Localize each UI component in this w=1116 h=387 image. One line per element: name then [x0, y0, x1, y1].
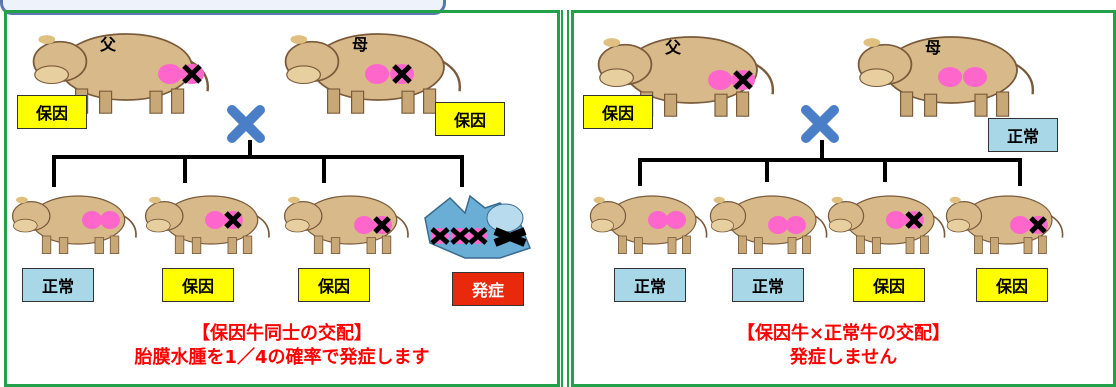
- cow-icon: [945, 195, 1064, 255]
- mother-label: 正常: [988, 118, 1058, 152]
- affected-cow-icon: [424, 194, 531, 259]
- tree-bar: [638, 158, 1022, 162]
- offspring-label: 保因: [853, 268, 925, 302]
- panel-carrier-x-carrier: [4, 10, 560, 387]
- father-symbol: 父: [99, 35, 117, 54]
- tree-branch: [638, 158, 642, 186]
- cross-icon: [227, 105, 265, 143]
- cow-icon: [589, 195, 708, 255]
- father-label: 保因: [17, 95, 87, 129]
- offspring-label: 保因: [298, 268, 370, 302]
- father-label: 保因: [583, 95, 653, 129]
- cow-icon: [11, 195, 137, 255]
- offspring-label: 正常: [732, 268, 804, 302]
- tree-branch: [765, 158, 769, 182]
- mother-symbol: 母: [925, 38, 941, 57]
- offspring-label: 保因: [976, 268, 1048, 302]
- tree-branch: [883, 158, 887, 182]
- cow-icon: 父: [597, 35, 775, 118]
- tree-bar: [52, 155, 464, 159]
- caption-title: 【保因牛×正常牛の交配】: [736, 323, 951, 344]
- caption-text: 胎膜水腫を1／4の確率で発症します: [134, 347, 430, 368]
- cow-icon: [827, 195, 946, 255]
- father-symbol: 父: [664, 38, 682, 57]
- offspring-label: 正常: [614, 268, 686, 302]
- cross-icon: [801, 105, 839, 143]
- caption-right: 【保因牛×正常牛の交配】 発症しません: [571, 322, 1116, 370]
- caption-text: 発症しません: [789, 347, 898, 368]
- mother-label: 保因: [435, 102, 505, 136]
- cow-icon: [144, 195, 270, 255]
- offspring-label: 正常: [22, 268, 94, 302]
- caption-left: 【保因牛同士の交配】 胎膜水腫を1／4の確率で発症します: [4, 322, 560, 370]
- tree-branch: [460, 155, 464, 187]
- mother-symbol: 母: [352, 35, 368, 54]
- cow-icon: 母: [284, 32, 462, 115]
- cow-icon: 父: [32, 32, 210, 115]
- tree-branch: [1018, 158, 1022, 186]
- offspring-label: 発症: [452, 272, 524, 306]
- cow-icon: [283, 195, 409, 255]
- panel-divider: [561, 10, 569, 387]
- tree-stem: [820, 140, 824, 162]
- caption-title: 【保因牛同士の交配】: [192, 323, 372, 344]
- tree-branch: [322, 155, 326, 183]
- panel-carrier-x-normal: [571, 10, 1116, 387]
- tree-branch: [183, 155, 187, 183]
- offspring-label: 保因: [162, 268, 234, 302]
- tree-stem: [248, 140, 252, 156]
- tree-branch: [52, 155, 56, 187]
- cow-icon: 母: [857, 35, 1035, 118]
- cow-icon: [709, 195, 828, 255]
